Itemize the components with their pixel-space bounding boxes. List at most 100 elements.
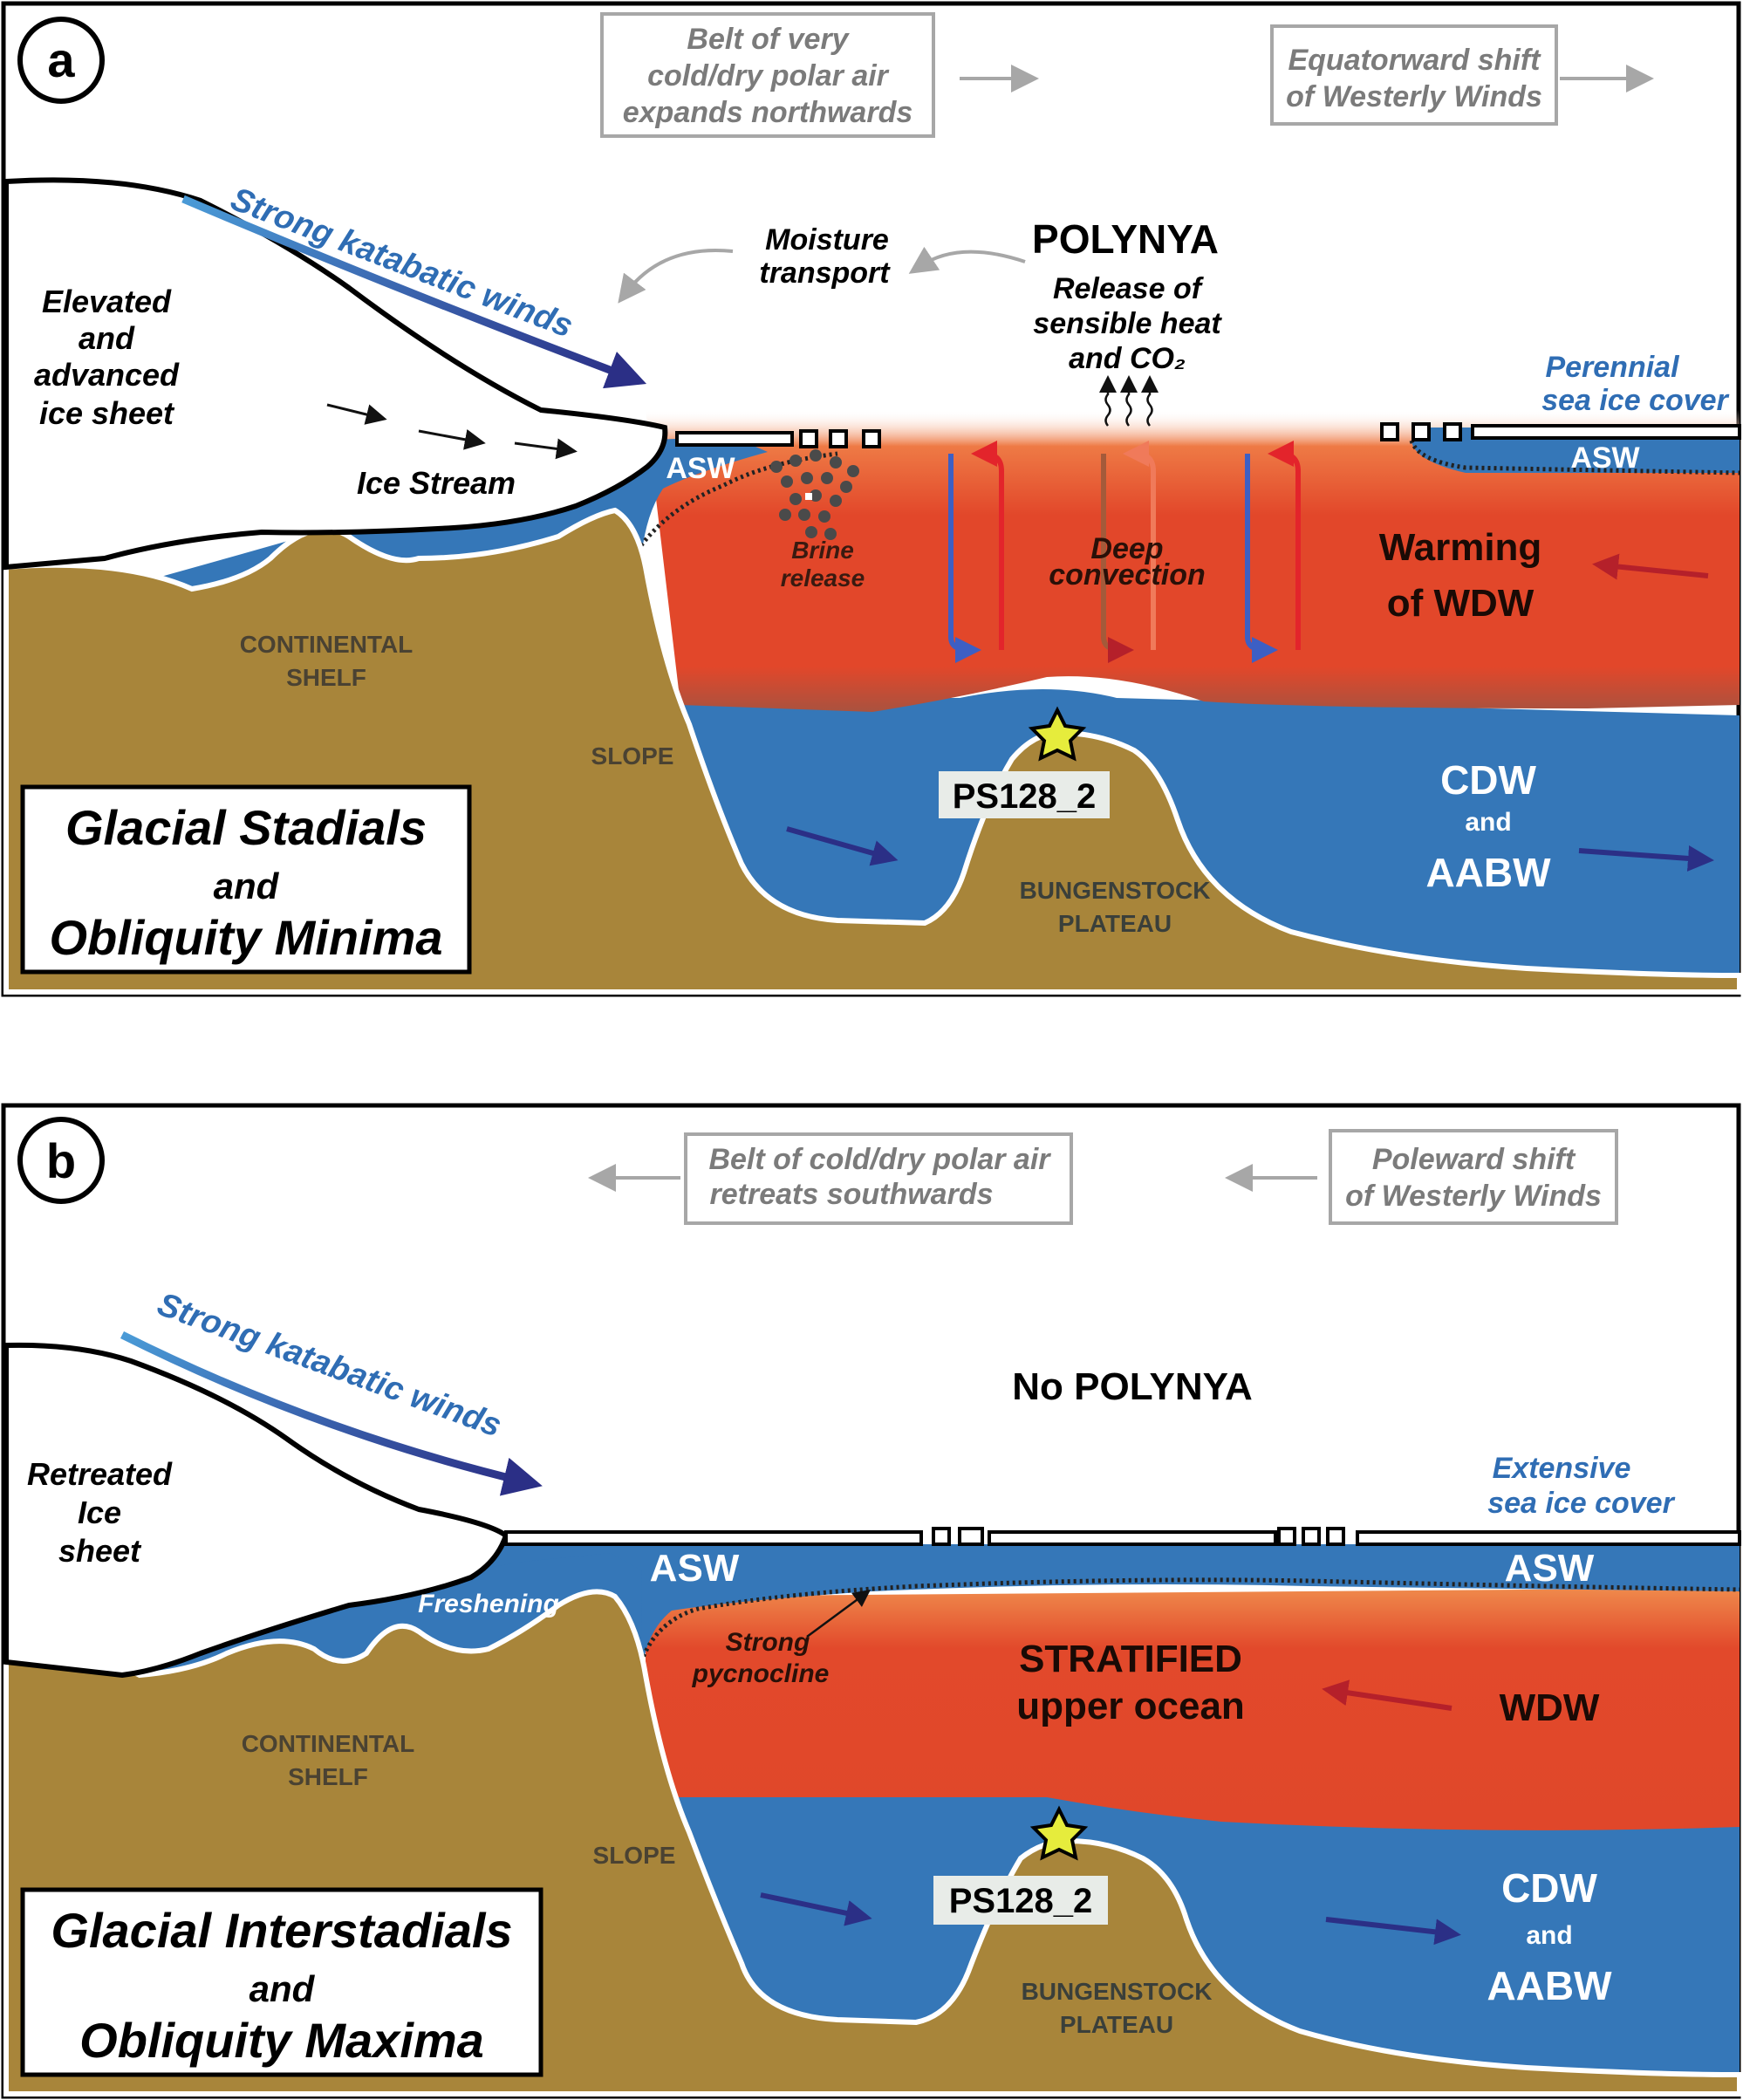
panel-a-convection-loops xyxy=(948,441,1301,663)
polynya-label: POLYNYA xyxy=(1032,216,1219,262)
b-westerly-line-2: of Westerly Winds xyxy=(1345,1180,1602,1213)
b-ice-sheet-line-1: Retreated xyxy=(27,1456,173,1492)
panel-a-westerly-box xyxy=(1270,24,1558,126)
b-ice-sheet-line-2: Ice xyxy=(78,1495,121,1530)
b-ice-sheet-line-3: sheet xyxy=(58,1533,142,1569)
panel-a-asw-dotted xyxy=(639,451,838,547)
title-line-2: and xyxy=(214,865,280,906)
b-title-line-1: Glacial Interstadials xyxy=(51,1903,512,1958)
panel-a-ice-stream-arrows xyxy=(326,403,578,460)
panel-a-katabatic-arrow xyxy=(181,195,647,389)
stratified-line-2: upper ocean xyxy=(1016,1685,1245,1727)
b-wdw-label: WDW xyxy=(1500,1686,1600,1729)
westerly-line-2: of Westerly Winds xyxy=(1286,80,1542,113)
ice-sheet-line-2: and xyxy=(79,320,135,356)
ice-sheet-line-4: ice sheet xyxy=(39,395,175,431)
brine-site-marker xyxy=(805,493,812,500)
panel-a-brine-dots xyxy=(770,449,859,540)
panel-a-title-box xyxy=(20,784,472,975)
title-line-1: Glacial Stadials xyxy=(65,800,427,855)
polar-air-line-3: expands northwards xyxy=(623,96,913,129)
b-shelf-line-2: SHELF xyxy=(288,1763,368,1790)
polar-air-line-1: Belt of very xyxy=(687,23,850,56)
panel-a-grey-arrows xyxy=(618,65,1654,304)
b-plateau-line-2: PLATEAU xyxy=(1060,2011,1173,2038)
shelf-line-2: SHELF xyxy=(286,664,366,691)
panel-a-letter-circle xyxy=(17,17,105,104)
b-cdw-line-2: and xyxy=(1526,1921,1572,1950)
cdw-line-2: and xyxy=(1465,808,1511,837)
panel-b-site-star xyxy=(1029,1805,1089,1861)
brine-line-1: Brine xyxy=(791,537,854,564)
b-cdw-line-3: AABW xyxy=(1487,1963,1612,2008)
b-shelf-line-1: CONTINENTAL xyxy=(242,1730,415,1757)
panel-a-current-arrows xyxy=(786,553,1714,872)
panel-a-site-star xyxy=(1028,706,1087,762)
asw-left-label: ASW xyxy=(666,452,735,485)
b-asw-left-label: ASW xyxy=(650,1547,740,1590)
b-plateau-line-1: BUNGENSTOCK xyxy=(1022,1978,1213,2005)
panel-b-title-box xyxy=(20,1887,543,2077)
title-line-3: Obliquity Minima xyxy=(49,910,442,965)
b-title-line-2: and xyxy=(249,1968,316,2009)
panel-b-warm-water xyxy=(646,1588,1740,1830)
convection-line-2: convection xyxy=(1049,558,1205,592)
convection-line-1: Deep xyxy=(1090,532,1163,565)
b-sea-ice-line-1: Extensive xyxy=(1493,1452,1631,1485)
ice-stream-label: Ice Stream xyxy=(357,465,516,501)
panel-b-ice-sheet xyxy=(3,1342,509,1679)
plateau-line-1: BUNGENSTOCK xyxy=(1020,877,1211,904)
panel-a-heat-release-arrows xyxy=(1099,375,1159,427)
b-polar-air-line-2: retreats southwards xyxy=(710,1178,994,1211)
wdw-line-2: of WDW xyxy=(1387,582,1535,625)
moisture-line-1: Moisture xyxy=(765,223,889,257)
panel-a-sea-ice xyxy=(675,422,1741,448)
panel-b-site-label-bg xyxy=(933,1876,1108,1925)
panel-b: b Belt of cold/dry polar air retreats so… xyxy=(1,1103,1742,2099)
panel-b-letter: b xyxy=(46,1133,76,1188)
release-line-1: Release of xyxy=(1053,272,1205,305)
b-slope-label: SLOPE xyxy=(593,1842,676,1869)
panel-a-polar-air-box xyxy=(600,12,935,138)
b-westerly-line-1: Poleward shift xyxy=(1372,1143,1576,1176)
stratified-line-1: STRATIFIED xyxy=(1019,1638,1242,1680)
pycnocline-line-1: Strong xyxy=(726,1628,810,1657)
b-title-line-3: Obliquity Maxima xyxy=(79,2013,484,2068)
panel-b-katabatic-arrow xyxy=(120,1330,543,1496)
panel-b-letter-circle xyxy=(17,1117,105,1204)
cdw-line-1: CDW xyxy=(1440,757,1536,803)
polar-air-line-2: cold/dry polar air xyxy=(647,59,890,92)
panel-b-asw-layer xyxy=(489,1544,1740,1675)
b-sea-ice-line-2: sea ice cover xyxy=(1487,1487,1675,1520)
panel-a: a Belt of very cold/dry polar air expand… xyxy=(1,1,1742,997)
sea-ice-line-1: Perennial xyxy=(1545,351,1680,384)
pycnocline-pointer xyxy=(806,1590,872,1638)
pycnocline-line-2: pycnocline xyxy=(692,1659,830,1688)
asw-right-label: ASW xyxy=(1570,441,1640,475)
panel-b-sea-ice xyxy=(504,1527,1741,1546)
no-polynya-label: No POLYNYA xyxy=(1012,1365,1253,1408)
panel-b-current-arrows xyxy=(760,1679,1461,1946)
plateau-line-2: PLATEAU xyxy=(1058,910,1172,937)
westerly-line-1: Equatorward shift xyxy=(1288,44,1541,77)
wdw-line-1: Warming xyxy=(1379,526,1542,569)
panel-b-westerly-box xyxy=(1329,1129,1618,1225)
panel-b-polar-air-box xyxy=(684,1132,1073,1225)
release-line-2: sensible heat xyxy=(1033,307,1222,340)
panel-a-asw-right-dotted xyxy=(1409,440,1740,475)
site-label: PS128_2 xyxy=(953,777,1097,816)
cdw-line-3: AABW xyxy=(1425,850,1551,895)
b-cdw-line-1: CDW xyxy=(1501,1865,1597,1911)
b-polar-air-line-1: Belt of cold/dry polar air xyxy=(708,1143,1051,1176)
panel-a-warm-water xyxy=(646,410,1740,712)
b-site-label: PS128_2 xyxy=(949,1882,1093,1920)
moisture-line-2: transport xyxy=(759,257,891,290)
slope-label: SLOPE xyxy=(591,742,674,770)
b-asw-right-label: ASW xyxy=(1505,1547,1595,1590)
release-line-3: and CO₂ xyxy=(1069,342,1186,375)
ice-sheet-line-1: Elevated xyxy=(42,284,172,319)
shelf-line-1: CONTINENTAL xyxy=(240,631,414,658)
panel-a-site-label-bg xyxy=(939,771,1110,818)
sea-ice-line-2: sea ice cover xyxy=(1541,384,1729,417)
